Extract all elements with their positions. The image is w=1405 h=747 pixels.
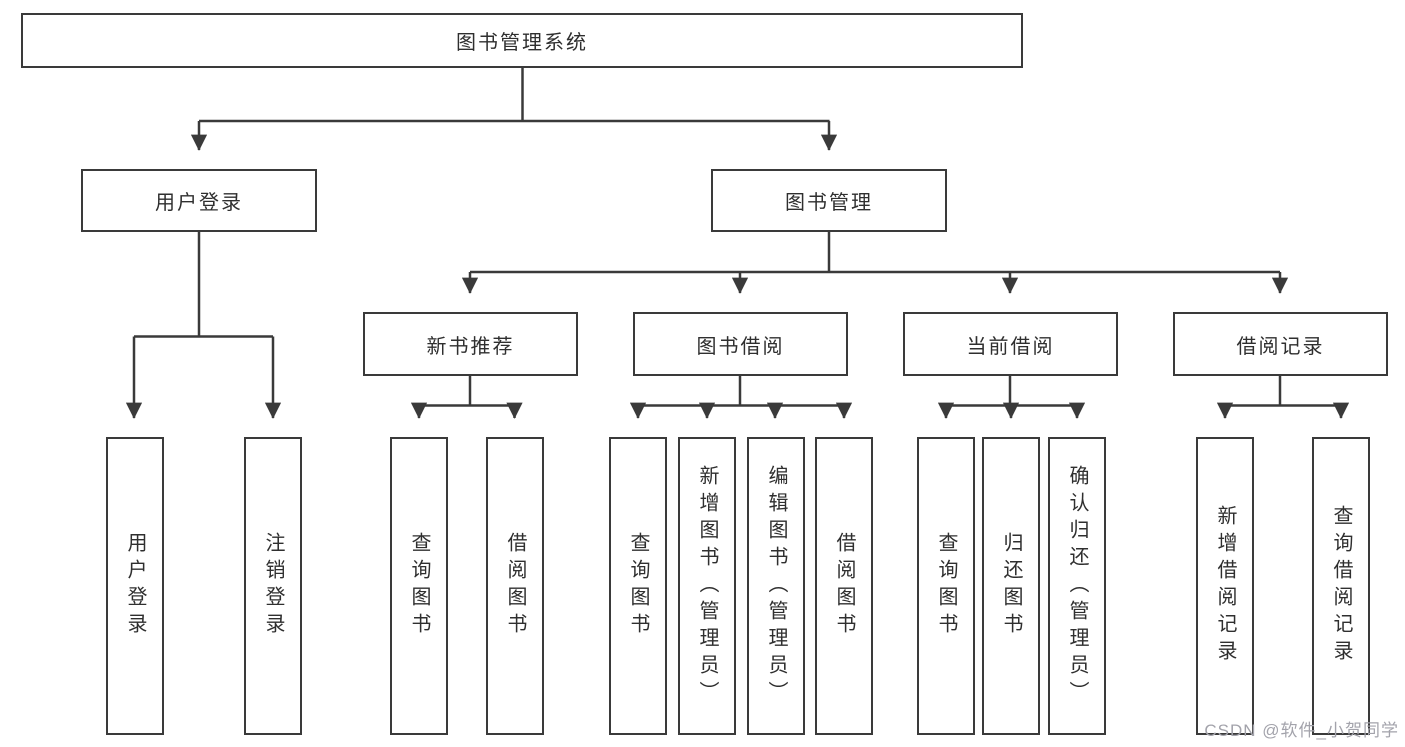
node-book-management-label: 图书管理 xyxy=(785,192,873,214)
node-new-book-recommend: 新书推荐 xyxy=(363,312,578,376)
leaf-borrow-edit-books-admin: 编辑图书（管理员） xyxy=(747,437,805,735)
leaf-borrow-edit-books-admin-label: 编辑图书（管理员） xyxy=(765,464,787,708)
leaf-current-return-books: 归还图书 xyxy=(982,437,1040,735)
node-book-borrow-label: 图书借阅 xyxy=(696,335,785,358)
connector-bookmgmt-to-level3 xyxy=(461,232,1289,294)
connector-borrow-to-leaves xyxy=(629,376,853,419)
connector-current-to-leaves xyxy=(937,376,1086,419)
connector-records-to-leaves xyxy=(1216,376,1350,419)
leaf-records-add-record: 新增借阅记录 xyxy=(1196,437,1254,735)
node-borrow-records: 借阅记录 xyxy=(1173,312,1388,376)
node-root: 图书管理系统 xyxy=(21,13,1023,68)
csdn-watermark: CSDN @软件_小贺同学 xyxy=(1204,721,1399,740)
leaf-current-return-books-label: 归还图书 xyxy=(1000,532,1022,640)
leaf-current-confirm-return-admin: 确认归还（管理员） xyxy=(1048,437,1106,735)
leaf-recommend-borrow-books-label: 借阅图书 xyxy=(504,532,526,640)
leaf-records-query-record-label: 查询借阅记录 xyxy=(1330,505,1352,667)
node-current-borrow: 当前借阅 xyxy=(903,312,1118,376)
connector-userlogin-to-leaves xyxy=(125,232,282,419)
leaf-current-query-books: 查询图书 xyxy=(917,437,975,735)
connector-recommend-to-leaves xyxy=(410,376,523,419)
leaf-borrow-borrow-books: 借阅图书 xyxy=(815,437,873,735)
node-book-borrow: 图书借阅 xyxy=(633,312,848,376)
leaf-logout-label: 注销登录 xyxy=(262,532,284,640)
connector-root-to-level2 xyxy=(190,68,838,151)
leaf-current-confirm-return-admin-label: 确认归还（管理员） xyxy=(1066,464,1088,708)
leaf-current-query-books-label: 查询图书 xyxy=(935,532,957,640)
leaf-borrow-add-books-admin: 新增图书（管理员） xyxy=(678,437,736,735)
leaf-user-login-label: 用户登录 xyxy=(124,532,146,640)
leaf-records-add-record-label: 新增借阅记录 xyxy=(1214,505,1236,667)
leaf-recommend-query-books: 查询图书 xyxy=(390,437,448,735)
leaf-user-login: 用户登录 xyxy=(106,437,164,735)
leaf-records-query-record: 查询借阅记录 xyxy=(1312,437,1370,735)
node-book-management: 图书管理 xyxy=(711,169,947,232)
node-current-borrow-label: 当前借阅 xyxy=(966,335,1055,358)
leaf-borrow-query-books: 查询图书 xyxy=(609,437,667,735)
leaf-borrow-query-books-label: 查询图书 xyxy=(627,532,649,640)
node-root-label: 图书管理系统 xyxy=(456,32,588,54)
leaf-recommend-borrow-books: 借阅图书 xyxy=(486,437,544,735)
node-borrow-records-label: 借阅记录 xyxy=(1236,335,1325,358)
leaf-recommend-query-books-label: 查询图书 xyxy=(408,532,430,640)
node-new-book-recommend-label: 新书推荐 xyxy=(426,335,515,358)
node-user-login: 用户登录 xyxy=(81,169,317,232)
node-user-login-label: 用户登录 xyxy=(155,192,243,214)
leaf-borrow-add-books-admin-label: 新增图书（管理员） xyxy=(696,464,718,708)
leaf-borrow-borrow-books-label: 借阅图书 xyxy=(833,532,855,640)
leaf-logout: 注销登录 xyxy=(244,437,302,735)
